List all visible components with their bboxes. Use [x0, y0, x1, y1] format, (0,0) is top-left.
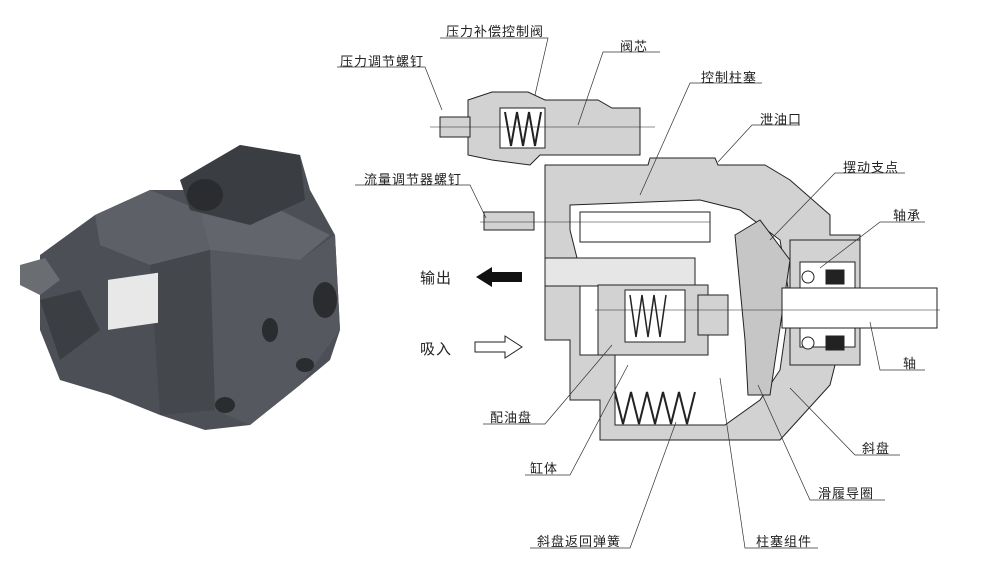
- inlet-arrow: [474, 335, 523, 359]
- label-shoe-retainer: 滑履导圈: [818, 487, 875, 502]
- label-cylinder-block: 缸体: [530, 462, 559, 477]
- pump-cross-section: [430, 91, 940, 441]
- label-outlet: 输出: [420, 269, 453, 287]
- label-flow-adjust-screw: 流量调节器螺钉: [364, 173, 463, 188]
- label-piston-assembly: 柱塞组件: [756, 535, 813, 550]
- pump-photo: [20, 145, 340, 430]
- label-swash-return-spring: 斜盘返回弹簧: [537, 535, 622, 550]
- label-drain-port: 泄油口: [760, 113, 803, 128]
- label-shaft: 轴: [903, 357, 918, 372]
- label-swash-plate: 斜盘: [862, 442, 891, 457]
- label-valve-plate: 配油盘: [490, 411, 533, 426]
- label-pivot: 摆动支点: [843, 161, 900, 176]
- label-pressure-compensation-valve: 压力补偿控制阀: [446, 25, 545, 40]
- label-pressure-adjust-screw: 压力调节螺钉: [340, 55, 425, 70]
- label-control-piston: 控制柱塞: [701, 71, 758, 86]
- label-spool: 阀芯: [620, 40, 649, 55]
- label-inlet: 吸入: [420, 340, 453, 358]
- outlet-arrow: [476, 267, 522, 287]
- leader-lines: [337, 37, 925, 549]
- label-bearing: 轴承: [893, 209, 922, 224]
